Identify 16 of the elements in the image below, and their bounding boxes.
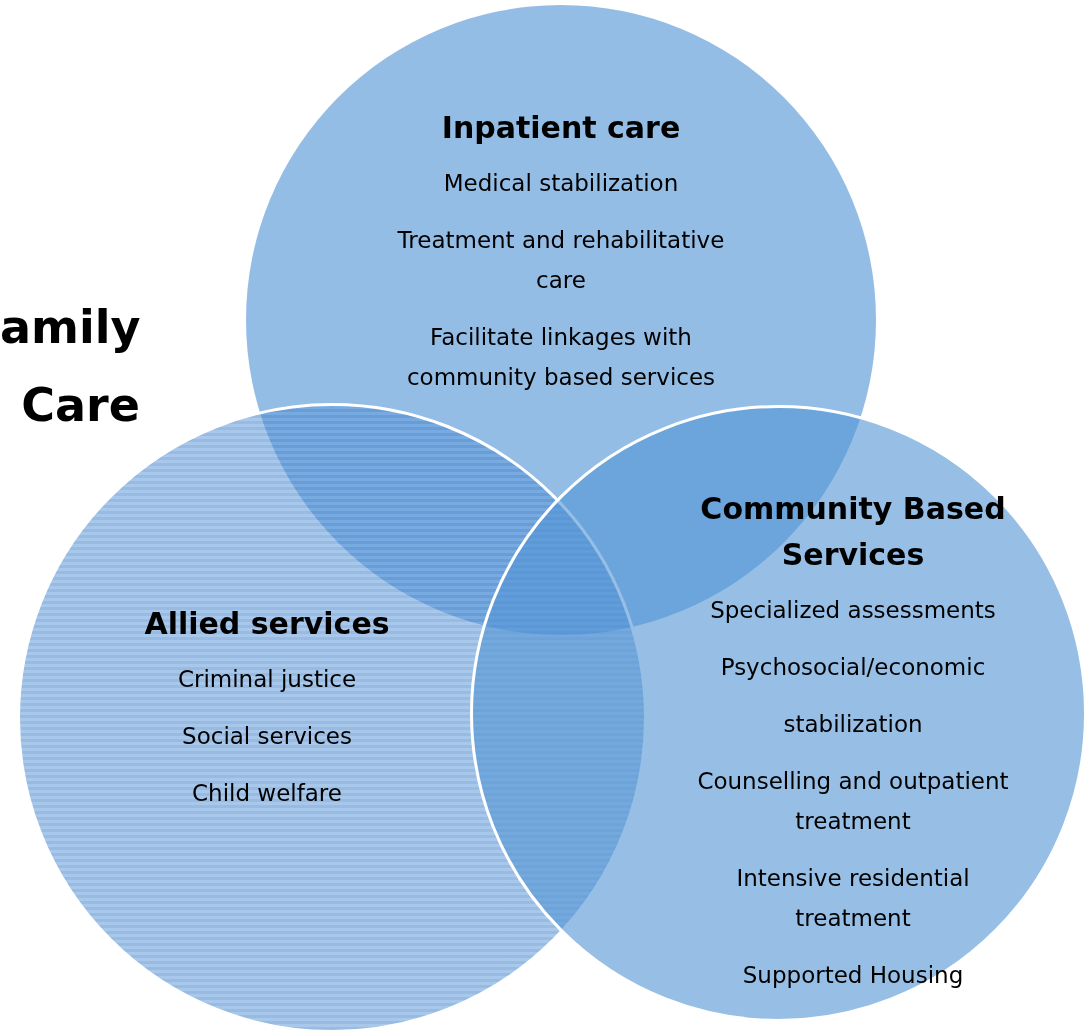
service-item: Counselling and outpatient treatment — [696, 767, 1010, 836]
service-item: Criminal justice — [177, 665, 357, 694]
service-item: stabilization — [783, 710, 923, 739]
circle-heading: Inpatient care — [441, 109, 681, 147]
service-item: Social services — [182, 722, 352, 751]
service-item: Supported Housing — [742, 961, 964, 990]
service-item: Child welfare — [192, 779, 342, 808]
circle-heading: Community Based Services — [699, 490, 1007, 574]
service-item: Intensive residential treatment — [735, 864, 971, 933]
service-item: Psychosocial/economic — [720, 653, 986, 682]
side-title: amily Care — [0, 299, 140, 434]
service-item: Treatment and rehabilitative care — [396, 226, 726, 295]
circle-heading: Allied services — [144, 605, 390, 643]
service-item: Facilitate linkages with community based services — [405, 323, 717, 392]
service-item: Medical stabilization — [443, 169, 679, 198]
service-item: Specialized assessments — [710, 596, 996, 625]
